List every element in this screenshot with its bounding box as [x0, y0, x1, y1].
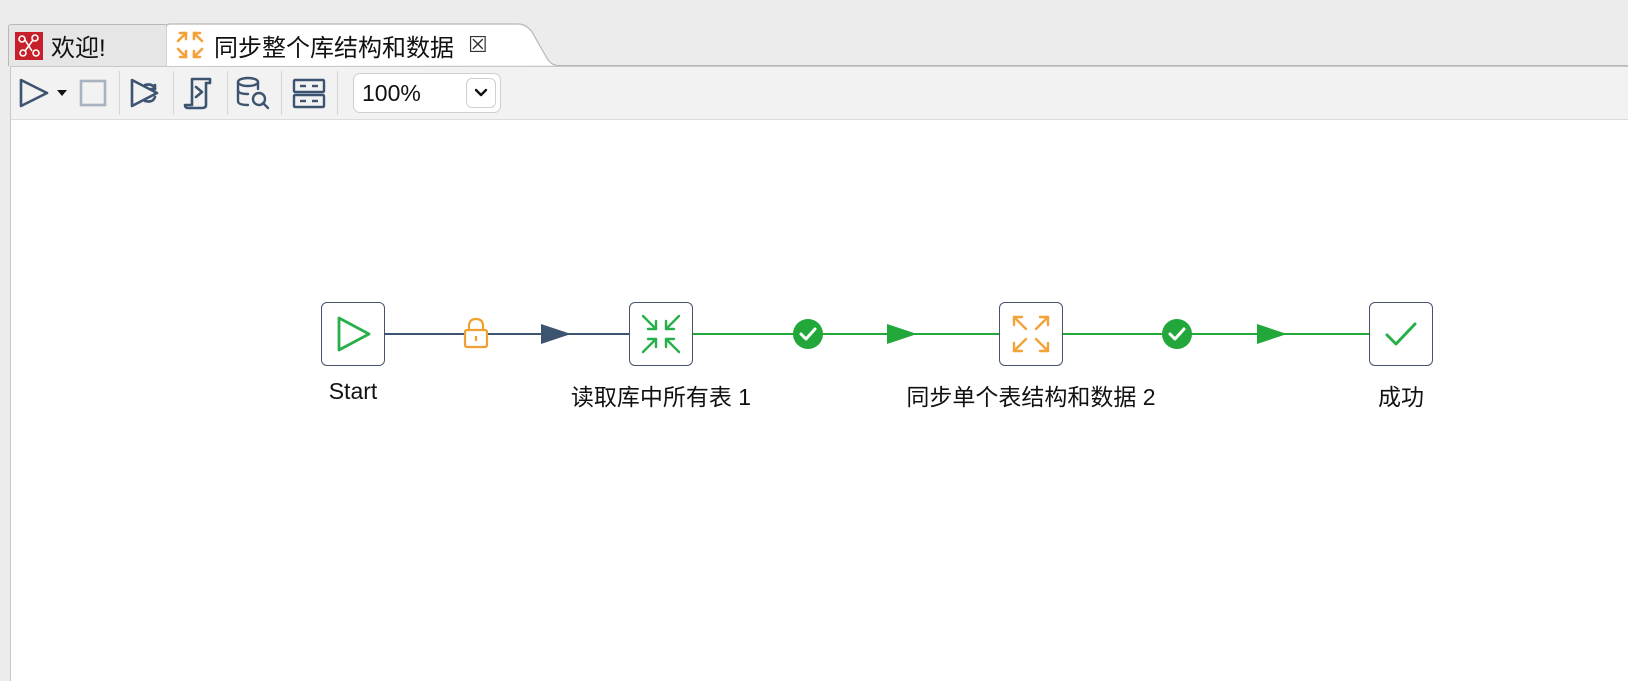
- collapse-arrows-icon: [641, 314, 681, 354]
- verify-button[interactable]: [177, 73, 221, 113]
- check-icon: [1385, 322, 1417, 346]
- active-tab-shape: [166, 23, 556, 66]
- stop-icon: [79, 79, 107, 107]
- toolbar-separator: [281, 71, 282, 115]
- stop-button[interactable]: [71, 73, 115, 113]
- job-editor: 100%: [10, 66, 1628, 681]
- node-read-all-tables-label: 读取库中所有表 1: [570, 384, 752, 410]
- check-circle-icon: [793, 319, 823, 349]
- replay-button[interactable]: [123, 73, 167, 113]
- toolbar-separator: [173, 71, 174, 115]
- tab-sync-job-label: 同步整个库结构和数据: [214, 34, 454, 62]
- lock-icon: [463, 317, 489, 349]
- tab-welcome-label: 欢迎!: [51, 35, 106, 62]
- chevron-down-icon[interactable]: [466, 78, 496, 108]
- toolbar-separator: [337, 71, 338, 115]
- sync-arrows-icon: [174, 29, 206, 61]
- expand-arrows-icon: [1012, 315, 1050, 353]
- run-button[interactable]: [15, 73, 71, 113]
- node-sync-single-table[interactable]: [999, 302, 1063, 366]
- replay-icon: [130, 78, 159, 108]
- close-tab-icon[interactable]: ☒: [468, 32, 488, 57]
- tab-bar-bottom-line: [556, 65, 1628, 66]
- toolbar-separator: [227, 71, 228, 115]
- zoom-value: 100%: [362, 79, 421, 106]
- tab-sync-job[interactable]: 同步整个库结构和数据 ☒: [168, 24, 548, 66]
- editor-toolbar: 100%: [11, 67, 1628, 120]
- zoom-select[interactable]: 100%: [353, 73, 501, 113]
- check-circle-icon: [1162, 319, 1192, 349]
- hops-layer: [385, 317, 1369, 349]
- node-success-label: 成功: [1378, 384, 1424, 410]
- server-icon: [292, 78, 326, 109]
- kettle-logo-icon: [15, 31, 43, 60]
- hop-sync-to-success[interactable]: [1063, 324, 1369, 344]
- database-search-icon: [236, 76, 270, 110]
- editor-tab-bar: 欢迎! 同步整个库结构和数据 ☒: [0, 22, 1628, 66]
- play-icon: [337, 316, 371, 352]
- impact-analysis-button[interactable]: [231, 73, 275, 113]
- node-start-label: Start: [328, 378, 378, 404]
- hop-start-to-read[interactable]: [385, 324, 629, 344]
- node-read-all-tables[interactable]: [629, 302, 693, 366]
- tab-welcome[interactable]: 欢迎!: [8, 24, 168, 66]
- sql-button[interactable]: [287, 73, 331, 113]
- play-icon: [19, 78, 67, 108]
- job-canvas[interactable]: Start 读取库中所有表 1 同步单个: [11, 120, 1628, 681]
- node-sync-single-table-label: 同步单个表结构和数据 2: [906, 384, 1156, 410]
- toolbar-separator: [119, 71, 120, 115]
- script-icon: [183, 77, 212, 110]
- node-start[interactable]: [321, 302, 385, 366]
- hop-read-to-sync[interactable]: [693, 324, 999, 344]
- node-success[interactable]: [1369, 302, 1433, 366]
